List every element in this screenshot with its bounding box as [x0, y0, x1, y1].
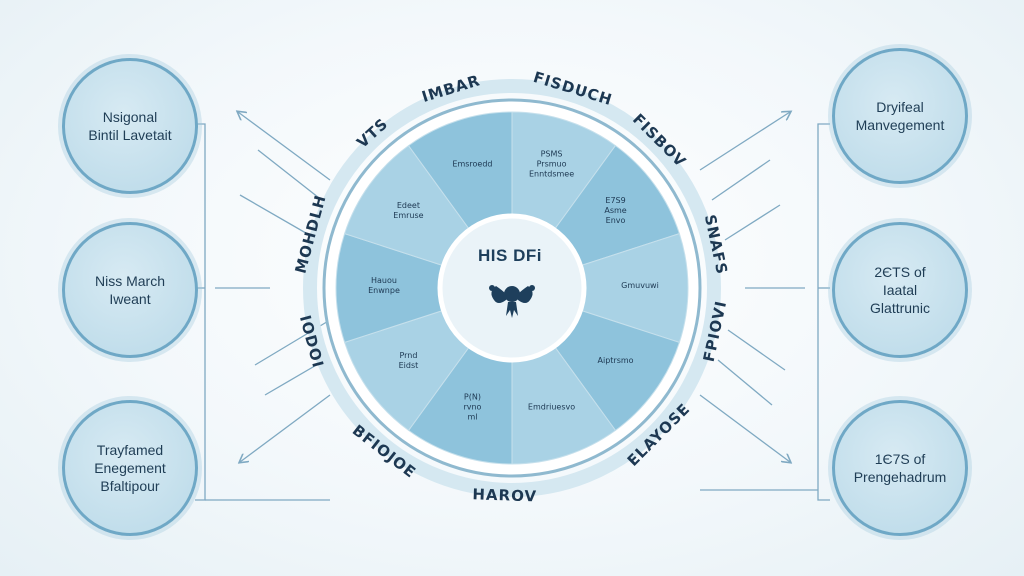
right-node-1-line-2: Manvegement — [855, 117, 945, 133]
left-connectors — [195, 112, 331, 501]
right-node-3-line-1: 1Є7S of — [874, 451, 926, 467]
left-bus-line — [195, 123, 206, 501]
right-node-3[interactable]: 1Є7S of Prengehadrum — [832, 400, 968, 536]
ring-label-bottom: HAROV — [472, 485, 537, 505]
right-arrow-1 — [699, 112, 790, 171]
right-spoke-1 — [711, 159, 771, 201]
left-node-1-line-2: Bintil Lavetait — [88, 127, 172, 143]
right-node-2[interactable]: 2ЄTS of Iaatal Glattrunic — [832, 222, 968, 358]
right-arrow-2 — [699, 394, 790, 462]
left-node-3-line-1: Trayfamed — [96, 442, 164, 458]
segment-label: Gmuvuwi — [621, 281, 659, 290]
left-node-2-line-1: Niss March — [94, 273, 165, 289]
left-arrow-1 — [238, 112, 331, 181]
right-node-3-line-2: Prengehadrum — [853, 469, 947, 485]
right-node-1[interactable]: Dryifeal Manvegement — [832, 48, 968, 184]
right-bus-line — [817, 123, 830, 501]
right-spoke-5 — [717, 359, 773, 406]
left-node-2-line-2: Iweant — [109, 291, 151, 307]
left-node-1[interactable]: Nsigonal Bintil Lavetait — [62, 58, 198, 194]
right-connectors — [699, 112, 830, 501]
left-spoke-2 — [239, 194, 319, 241]
right-node-2-line-1: 2ЄTS of — [874, 264, 926, 280]
hub-title: HIS DFi — [478, 246, 542, 265]
right-node-2-line-2: Iaatal — [882, 282, 918, 298]
outer-ring-glow — [303, 79, 721, 497]
left-node-2[interactable]: Niss March Iweant — [62, 222, 198, 358]
left-spoke-5 — [264, 359, 326, 396]
left-spoke-1 — [257, 149, 329, 206]
segment-label: Emsroedd — [452, 159, 492, 168]
left-node-3-line-2: Enegement — [94, 460, 166, 476]
left-node-3-line-3: Bfaltipour — [100, 478, 160, 494]
right-node-1-line-1: Dryifeal — [876, 99, 924, 115]
right-node-2-line-3: Glattrunic — [870, 300, 930, 316]
left-node-3[interactable]: Trayfamed Enegement Bfaltipour — [62, 400, 198, 536]
right-spoke-4 — [727, 329, 786, 371]
segment-label: Emdriuesvo — [528, 403, 575, 412]
left-arrow-2 — [240, 394, 331, 462]
creature-emblem-icon — [489, 285, 535, 318]
right-spoke-2 — [724, 204, 781, 241]
segment-label: Aiptrsmo — [598, 356, 634, 365]
left-node-1-line-1: Nsigonal — [102, 109, 158, 125]
